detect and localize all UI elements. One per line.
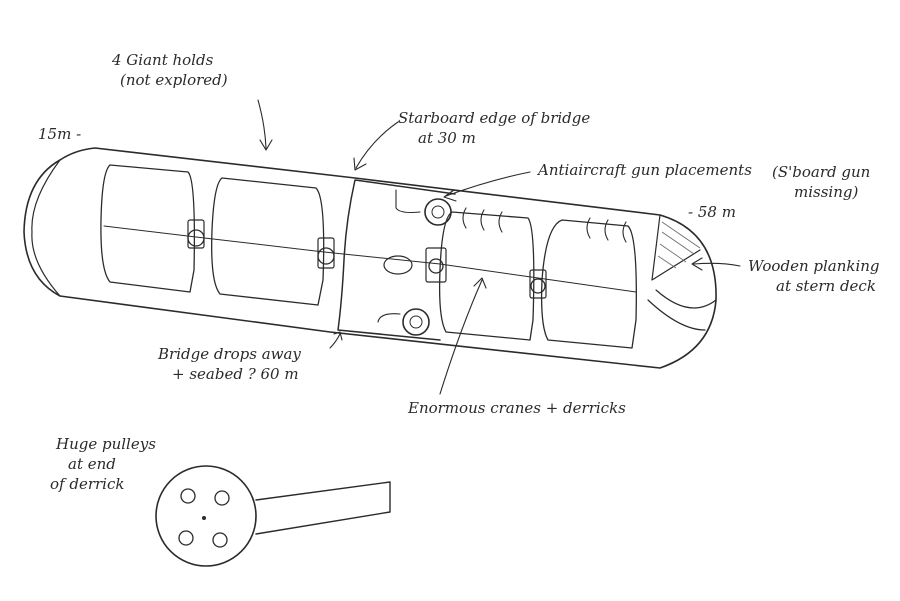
- pulley-hole-1: [180, 488, 196, 504]
- crane-base-4: [529, 269, 547, 299]
- aa-gun-starboard-inner: [409, 315, 423, 329]
- arrow-starboard: [353, 121, 399, 171]
- derrick-line: [103, 225, 637, 293]
- pulley-hole-3: [178, 530, 194, 546]
- aa-gun-starboard: [402, 308, 430, 336]
- arrow-aa: [443, 171, 531, 202]
- arrow-cranes: [439, 277, 487, 395]
- ship-bow: [31, 159, 61, 297]
- bridge-oval: [383, 255, 413, 275]
- crane-4: [530, 278, 546, 294]
- hold-2: [211, 177, 325, 306]
- label-pulleys: Huge pulleys at end of derrick: [50, 435, 156, 493]
- hold-3: [438, 211, 535, 341]
- crane-base-1: [187, 219, 205, 249]
- label-sboard-gun: (S'board gun missing): [772, 163, 871, 201]
- crane-2: [317, 247, 335, 265]
- label-bridge-drops: Bridge drops away + seabed ? 60 m: [158, 345, 301, 383]
- bridge-inner: [377, 189, 421, 323]
- pulley-wheel: [155, 465, 257, 567]
- aa-gun-port: [424, 198, 452, 226]
- label-cranes: Enormous cranes + derricks: [408, 399, 626, 417]
- arrow-bridge-drops: [329, 331, 343, 349]
- label-wooden-planking: Wooden planking at stern deck: [748, 257, 880, 295]
- crane-3: [428, 258, 444, 274]
- stern-planking: [647, 214, 717, 331]
- label-depth-bow: 15m -: [38, 125, 82, 143]
- aa-gun-port-inner: [431, 205, 445, 219]
- pulley-hole-4: [212, 532, 228, 548]
- hold-1: [100, 164, 196, 293]
- arrow-giant-holds: [257, 99, 273, 151]
- bridge-structure: [337, 179, 456, 341]
- label-giant-holds: 4 Giant holds (not explored): [112, 51, 228, 89]
- label-antiaircraft: Antiaircraft gun placements: [538, 161, 752, 179]
- pulley-hole-2: [214, 490, 230, 506]
- derrick-arm: [255, 481, 391, 535]
- crane-base-3: [425, 247, 447, 283]
- ship-hull: [23, 147, 717, 369]
- stern-hatch: [657, 221, 701, 269]
- hold-4: [540, 219, 637, 349]
- arrow-wooden: [691, 257, 741, 271]
- label-starboard-bridge: Starboard edge of bridge at 30 m: [398, 109, 591, 147]
- railing-marks: [462, 207, 627, 243]
- pulley-center: [202, 516, 206, 520]
- label-depth-stern: - 58 m: [688, 203, 736, 221]
- crane-1: [187, 229, 205, 247]
